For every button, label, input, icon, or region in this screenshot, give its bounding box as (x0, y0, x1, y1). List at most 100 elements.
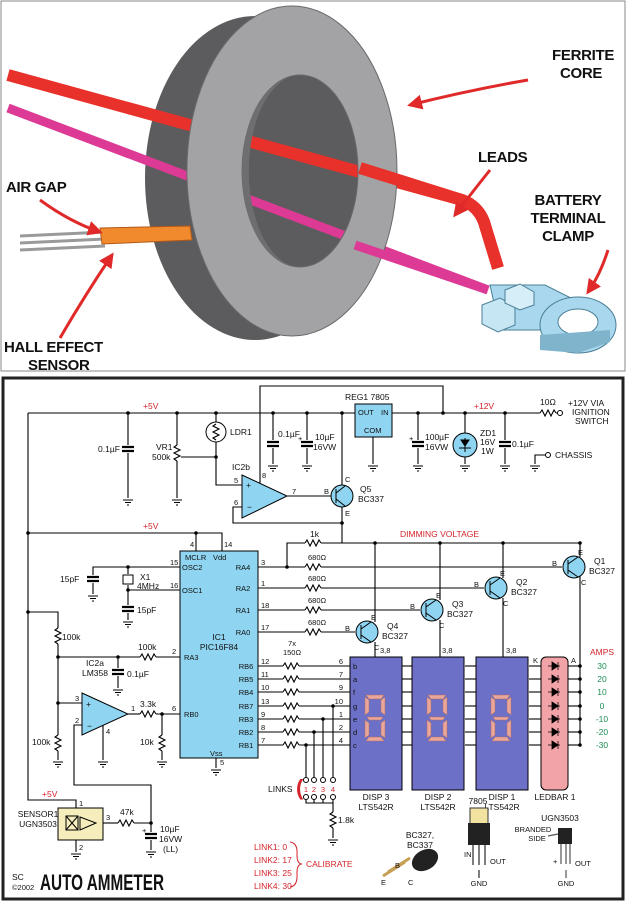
label-schematic-tr-pins-1: C (503, 599, 509, 608)
junction-dot (373, 541, 377, 545)
ground-icon (88, 595, 98, 602)
label-schematic-bc327: BC327 (511, 587, 537, 597)
label-schematic-r3k3: 3.3k (140, 699, 157, 709)
label-schematic-ic2a-pins-0: 3 (75, 694, 79, 703)
link-pin (311, 777, 317, 783)
junction-dot (441, 411, 445, 415)
chassis-terminal (545, 452, 551, 458)
capacitor-10uF (301, 440, 313, 448)
label-schematic-tr-pins-0: B (410, 602, 415, 611)
resistor (117, 818, 135, 828)
label-schematic-pinout-ugn-1: BRANDED (515, 825, 552, 834)
label-schematic-ic2b-pins-2: 6 (234, 498, 238, 507)
ground-icon (500, 465, 510, 472)
label-schematic-c100u-1: 16VW (425, 442, 448, 452)
resistor (304, 538, 322, 548)
zener-symbol (459, 438, 471, 452)
label-schematic-tr-pins-0: B (345, 624, 350, 633)
ground-icon (98, 761, 108, 768)
label-schematic-ic1-top-pins-1: 14 (224, 540, 232, 549)
label-schematic-ledbar-k: K (533, 656, 538, 665)
label-schematic-bc327: BC327 (382, 631, 408, 641)
label-schematic-c15p: 15pF (137, 605, 156, 615)
resistor (282, 687, 300, 697)
ground-icon (302, 465, 312, 472)
label-schematic-r150-0: 7x (288, 639, 296, 648)
label-schematic-ra-pins-3: 17 (261, 623, 269, 632)
capacitor (267, 440, 279, 448)
polarity-mark: + (142, 826, 147, 835)
red-lead-front (358, 162, 504, 270)
label-schematic-osc2-1: OSC2 (182, 563, 202, 572)
label-illustration-leads: LEADS (478, 149, 528, 166)
opamp-ic2a (81, 692, 130, 736)
label-schematic-c15p: 15pF (60, 574, 79, 584)
junction-dot (578, 717, 582, 721)
label-schematic-ra-pins-0: 3 (261, 558, 265, 567)
pnp-symbol (567, 556, 579, 578)
label-schematic-amps-values-0: 30 (597, 661, 607, 671)
segment-letter: e (353, 715, 357, 724)
label-schematic-reg-out: OUT (358, 408, 374, 417)
label-schematic-tr-pins-2: E (436, 591, 441, 600)
label-schematic-rb-labels-6: RB1 (239, 741, 254, 750)
label-illustration-battery-clamp-2: CLAMP (542, 228, 594, 245)
label-schematic-tr-pins-1: C (581, 578, 587, 587)
resistor (139, 652, 157, 662)
pnp-symbol (425, 599, 437, 621)
ground-icon (172, 499, 182, 506)
label-schematic-rb-pins-3: 13 (261, 697, 269, 706)
label-schematic-ic2a-pins-3: 4 (106, 727, 110, 736)
ldr-element (211, 423, 221, 441)
label-schematic-ra-pins-1: 1 (261, 579, 265, 588)
label-schematic-displays-0-part: LTS542R (358, 802, 393, 812)
label-schematic-pinout-7805-3: GND (471, 879, 488, 888)
label-schematic-vr1-1: 500k (152, 452, 171, 462)
label-schematic-displays-1-name: DISP 2 (425, 792, 452, 802)
label-illustration-air-gap: AIR GAP (6, 179, 67, 196)
capacitor-15pF (87, 575, 99, 583)
label-schematic-c01: 0.1µF (512, 439, 534, 449)
label-schematic-r47k: 47k (120, 807, 134, 817)
label-schematic-tr-pins-0: B (552, 559, 557, 568)
label-schematic-q5-1: BC337 (358, 494, 384, 504)
label-schematic-reg1: REG1 7805 (345, 392, 390, 402)
link-pin (330, 794, 336, 800)
label-schematic-ic2a-0: IC2a (86, 658, 104, 668)
label-schematic-pinout-7805-1: IN (464, 850, 472, 859)
label-schematic-pinout-7805-0: 7805 (469, 796, 488, 806)
label-schematic-ic2b-pins-0: 5 (234, 476, 238, 485)
label-schematic-ra-labels-2: RA1 (236, 606, 251, 615)
ground-icon (157, 761, 167, 768)
ground-icon (328, 839, 338, 846)
segment-letter: d (353, 728, 357, 737)
minus-sign: − (247, 502, 252, 512)
label-schematic-ic1-0: IC1 (212, 632, 226, 642)
segment-letter: f (353, 688, 356, 697)
battery-terminal-clamp (481, 283, 617, 354)
segment-letter: b (353, 662, 357, 671)
label-schematic-osc1-1: OSC1 (182, 586, 202, 595)
label-schematic-calibrate-links-2: LINK3: 25 (254, 868, 292, 878)
label-schematic-pinout-bc-1: BC337 (407, 840, 433, 850)
pnp-symbol (489, 577, 501, 599)
label-schematic-x1-1: 4MHz (137, 581, 159, 591)
resistor-100k (53, 627, 63, 645)
label-schematic-r680: 680Ω (308, 574, 327, 583)
plus-sign: + (86, 699, 91, 709)
ground-icon (268, 465, 278, 472)
resistor (304, 627, 322, 637)
resistor (282, 740, 300, 750)
resistor (282, 661, 300, 671)
label-schematic-ic2b: IC2b (232, 462, 250, 472)
label-schematic-rb-labels-5: RB2 (239, 728, 254, 737)
label-schematic-displays-2-part: LTS542R (484, 802, 519, 812)
label-schematic-ic2b-pins-3: 7 (292, 487, 296, 496)
label-schematic-ledbar: LEDBAR 1 (534, 792, 575, 802)
label-schematic-transistors-0: Q1 (594, 556, 606, 566)
label-schematic-pinout-bc-2: B (395, 861, 400, 870)
label-schematic-sensor-pins-2: 2 (79, 843, 83, 852)
label-schematic-seg-pins-0: 6 (339, 657, 343, 666)
capacitor-0.1uF (122, 445, 134, 453)
label-schematic-seg-pins-6: 4 (339, 736, 343, 745)
